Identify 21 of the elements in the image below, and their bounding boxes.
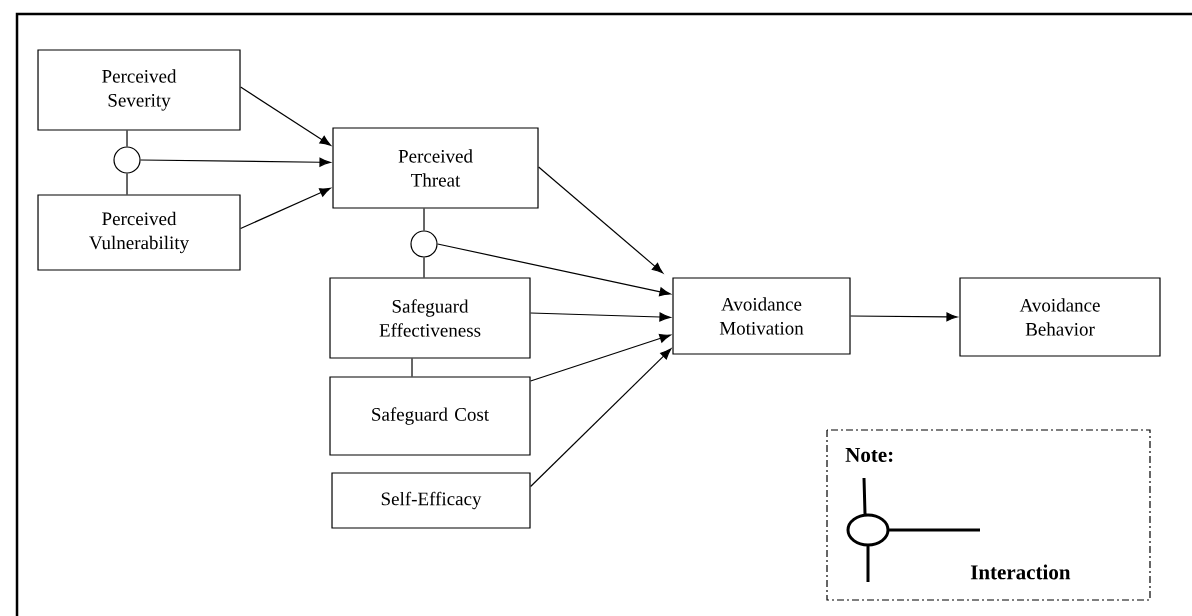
concept-box: Safeguard Cost: [329, 376, 531, 456]
concept-box: Avoidance Behavior: [959, 277, 1161, 357]
concept-box: Perceived Vulnerability: [37, 194, 241, 271]
concept-box: Perceived Severity: [37, 49, 241, 131]
arrow: [437, 243, 671, 297]
arrow: [530, 312, 671, 322]
concept-box: Self-Efficacy: [331, 472, 531, 529]
interaction-circle: [410, 230, 438, 258]
concept-box: Avoidance Motivation: [672, 277, 851, 355]
concept-box: Safeguard Effectiveness: [329, 277, 531, 359]
arrow: [850, 312, 958, 322]
note-heading: Note:: [845, 447, 893, 462]
interaction-circle: [113, 146, 141, 174]
concept-box: Perceived Threat: [332, 127, 539, 209]
arrow: [240, 86, 331, 146]
arrow: [530, 333, 671, 382]
arrow: [140, 157, 331, 167]
arrow: [538, 166, 664, 274]
arrow: [530, 348, 672, 488]
legend-text: Interaction: [970, 564, 1071, 580]
arrow: [240, 187, 331, 230]
